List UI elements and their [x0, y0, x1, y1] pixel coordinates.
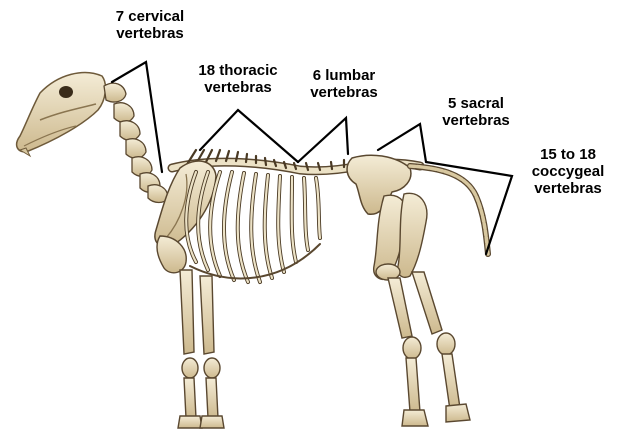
cervical-label-line1: 7 cervical	[104, 8, 196, 25]
skull	[17, 73, 106, 156]
cervical-label-line2: vertebras	[104, 25, 196, 42]
coccygeal-label-line2: coccygeal	[518, 163, 618, 180]
lumbar-label: 6 lumbar vertebras	[300, 67, 388, 101]
hind-legs	[374, 193, 470, 426]
coccygeal-label: 15 to 18 coccygeal vertebras	[518, 146, 618, 197]
thoracic-label-line1: 18 thoracic	[190, 62, 286, 79]
sacral-label: 5 sacral vertebras	[428, 95, 524, 129]
cervical-label: 7 cervical vertebras	[104, 8, 196, 42]
sacral-label-line2: vertebras	[428, 112, 524, 129]
lumbar-label-line1: 6 lumbar	[300, 67, 388, 84]
coccygeal-label-line1: 15 to 18	[518, 146, 618, 163]
lumbar-pointer	[298, 118, 348, 162]
coccygeal-label-line3: vertebras	[518, 180, 618, 197]
coccygeal-pointer	[426, 162, 512, 254]
sacral-label-line1: 5 sacral	[428, 95, 524, 112]
eye-socket	[59, 86, 73, 98]
lumbar-label-line2: vertebras	[300, 84, 388, 101]
thoracic-label: 18 thoracic vertebras	[190, 62, 286, 96]
thoracic-label-line2: vertebras	[190, 79, 286, 96]
thoracic-pointer	[200, 110, 298, 162]
